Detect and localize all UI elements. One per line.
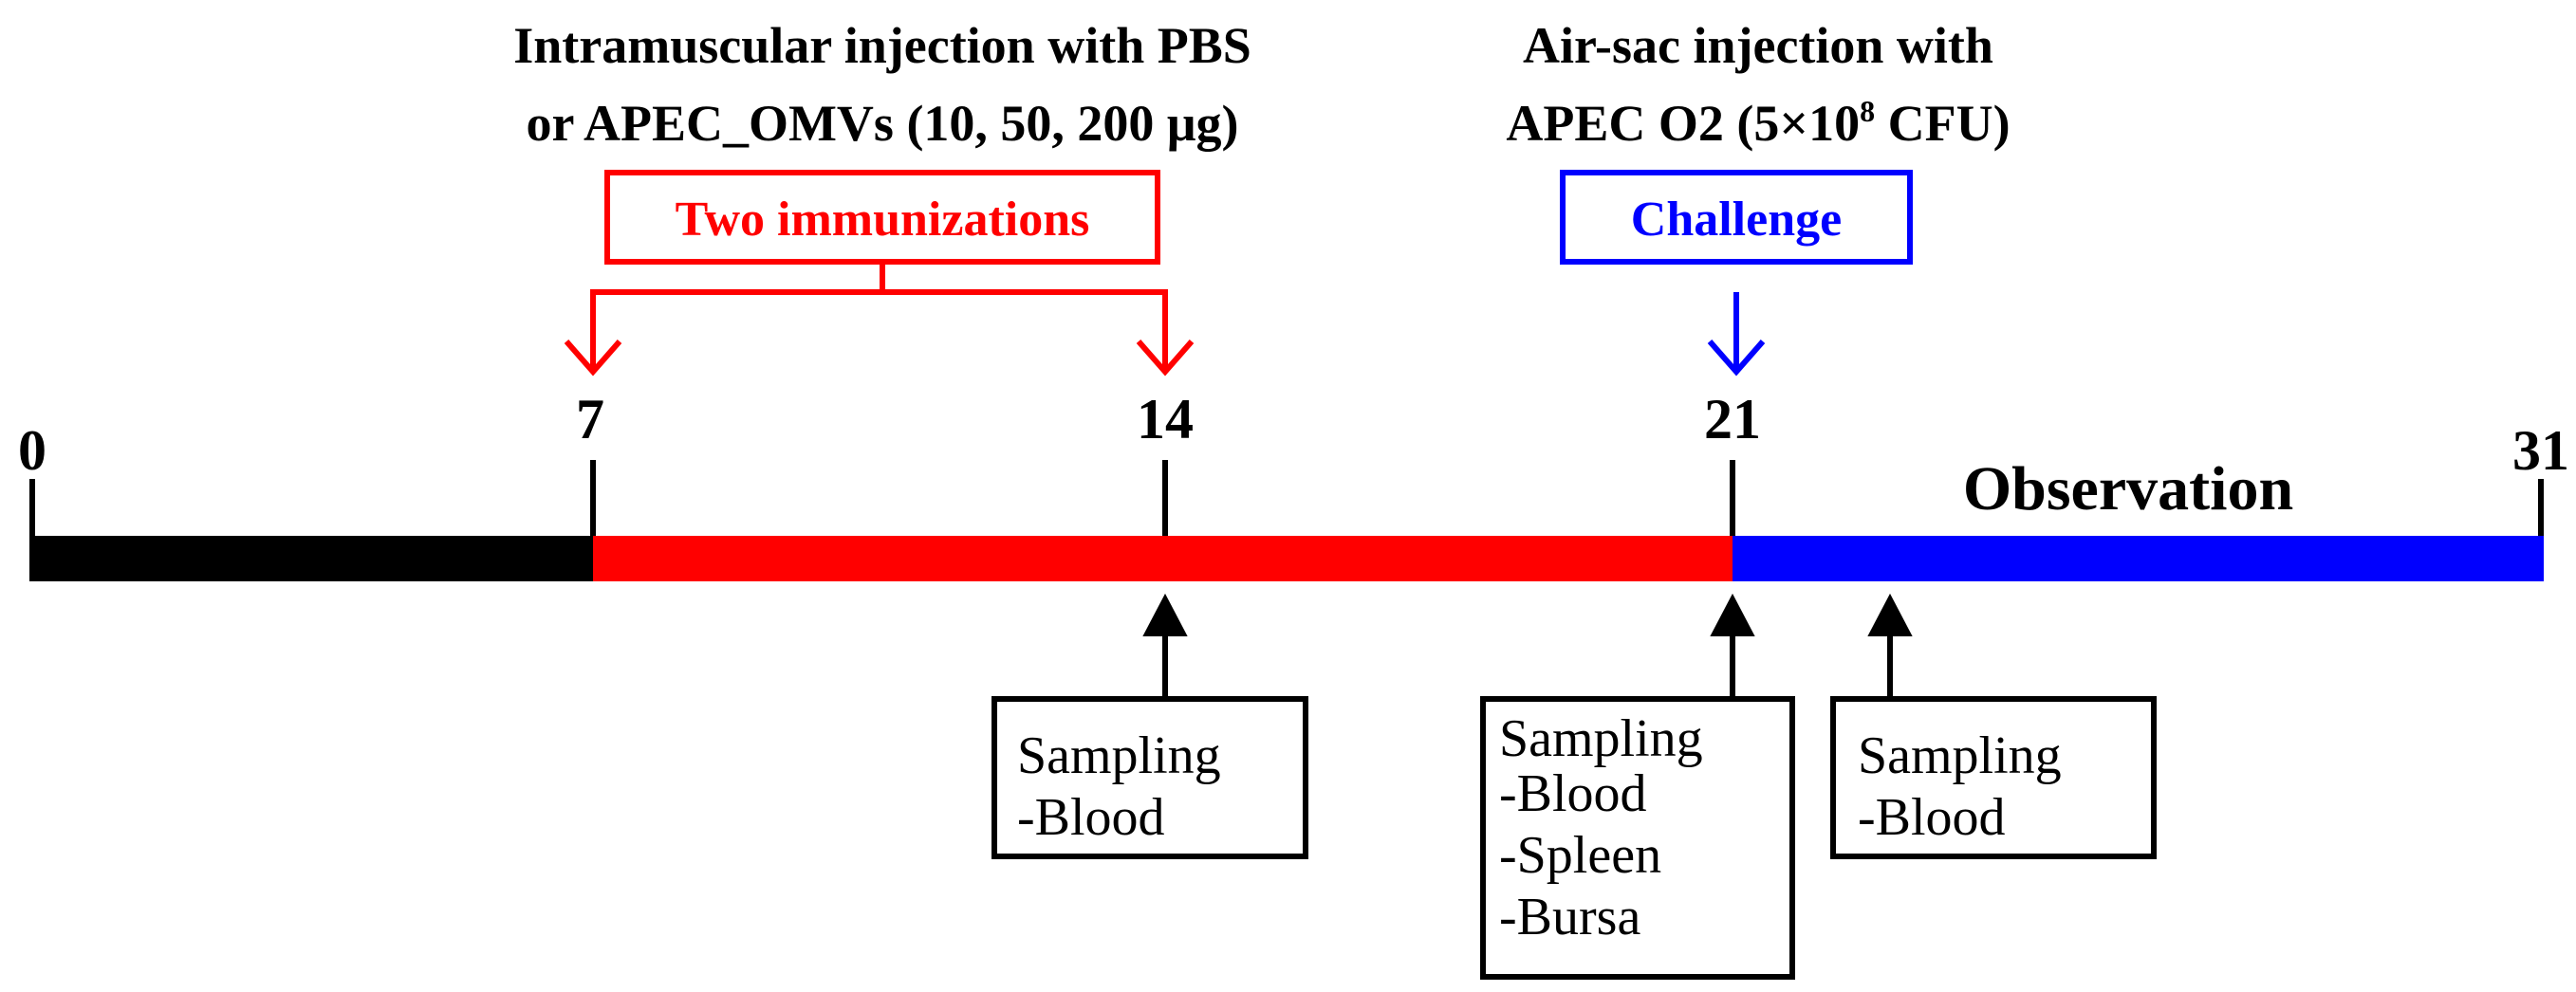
sampling-box-post-challenge-item-blood: -Blood xyxy=(1858,788,2006,847)
sampling-box-day21-item-spleen: -Spleen xyxy=(1499,826,1661,885)
sampling-arrow-2-icon xyxy=(1710,593,1755,699)
challenge-dose-prefix: APEC O2 (5×10 xyxy=(1506,95,1860,152)
timeline-segment-observation xyxy=(1733,536,2544,581)
tick-label-14: 14 xyxy=(1137,388,1194,450)
sampling-box-day21-title: Sampling xyxy=(1499,709,1703,768)
injection-title-line1: Intramuscular injection with PBS xyxy=(513,17,1251,74)
challenge-dose-exponent: 8 xyxy=(1860,94,1875,128)
challenge-title-line2: APEC O2 (5×108 CFU) xyxy=(1506,94,2010,152)
challenge-arrow-icon xyxy=(1707,292,1766,377)
tick-label-31: 31 xyxy=(2512,419,2569,482)
sampling-box-day21-item-blood: -Blood xyxy=(1499,764,1647,823)
challenge-dose-suffix: CFU) xyxy=(1875,95,2010,152)
immunization-label: Two immunizations xyxy=(676,193,1090,247)
challenge-label: Challenge xyxy=(1631,193,1842,247)
timeline-segment-pre xyxy=(29,536,593,581)
sampling-box-day14-item-blood: -Blood xyxy=(1017,788,1165,847)
challenge-title-line1: Air-sac injection with xyxy=(1523,17,1993,74)
sampling-box-post-challenge xyxy=(1830,696,2157,859)
tick-label-21: 21 xyxy=(1704,388,1761,450)
sampling-box-post-challenge-title: Sampling xyxy=(1858,726,2062,785)
sampling-arrow-3-icon xyxy=(1867,593,1913,699)
sampling-box-day14 xyxy=(991,696,1308,859)
sampling-arrow-1-icon xyxy=(1142,593,1188,699)
tick-marks xyxy=(29,460,2544,541)
tick-label-0: 0 xyxy=(18,419,46,482)
sampling-box-day14-title: Sampling xyxy=(1017,726,1221,785)
day14-arrow-icon xyxy=(1136,340,1195,377)
sampling-box-day21-item-bursa: -Bursa xyxy=(1499,888,1640,946)
observation-label: Observation xyxy=(1963,454,2293,524)
sampling-box-day21 xyxy=(1480,696,1795,980)
injection-title-line2: or APEC_OMVs (10, 50, 200 μg) xyxy=(526,95,1238,152)
tick-label-7: 7 xyxy=(576,388,604,450)
challenge-box xyxy=(1560,170,1913,265)
timeline-segment-immunization xyxy=(593,536,1733,581)
immunization-bracket xyxy=(590,262,1168,370)
day7-arrow-icon xyxy=(564,340,622,377)
